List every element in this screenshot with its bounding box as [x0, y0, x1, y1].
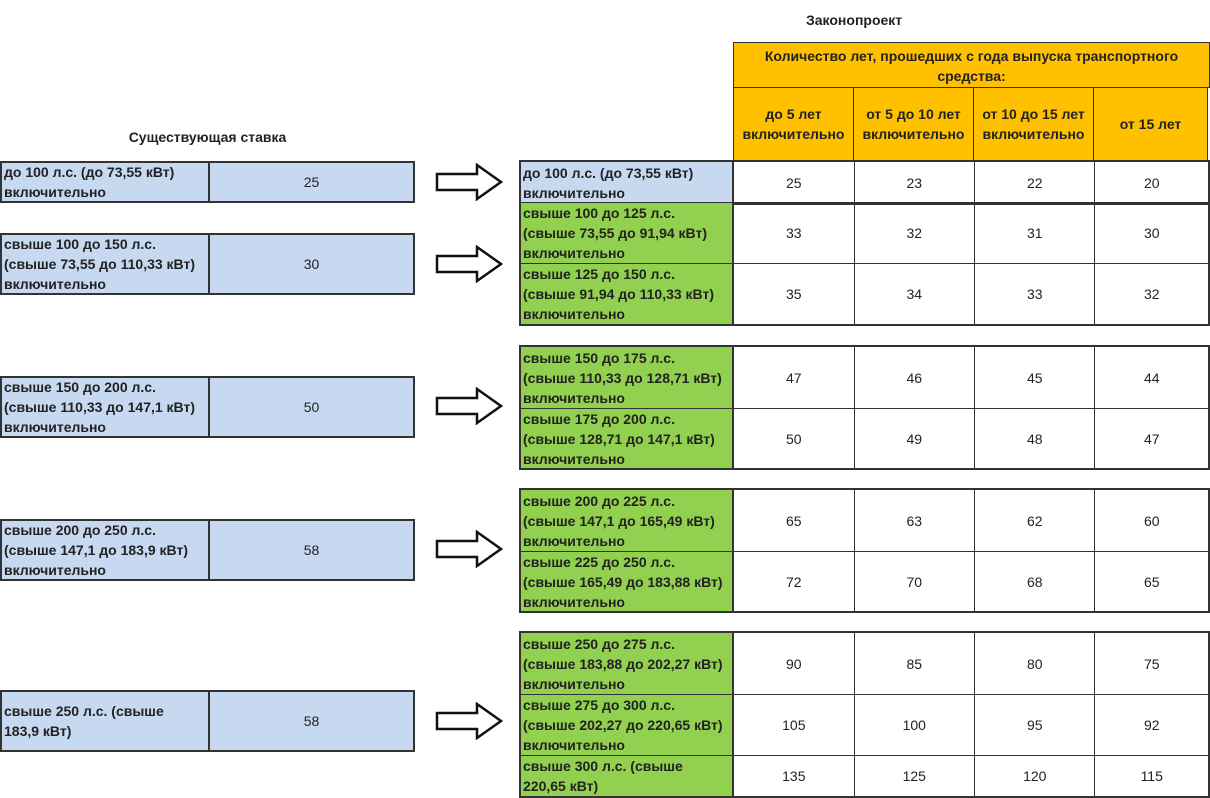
bill-cell: 100 — [855, 695, 976, 755]
existing-row-value: 30 — [303, 256, 320, 272]
right-arrow-icon — [435, 163, 503, 201]
existing-row-label: свыше 200 до 250 л.с. (свыше 147,1 до 18… — [2, 521, 210, 579]
bill-cell: 135 — [734, 756, 855, 796]
bill-cell: 120 — [975, 756, 1096, 796]
bill-cell: 49 — [855, 409, 976, 468]
bill-cell: 32 — [1143, 286, 1160, 302]
bill-row-label: свыше 275 до 300 л.с. (свыше 202,27 до 2… — [521, 695, 735, 755]
column-header-5-to-10: от 5 до 10 лет включительно — [853, 88, 974, 161]
bill-row: свыше 175 до 200 л.с. (свыше 128,71 до 1… — [521, 408, 1208, 468]
bill-cell: 48 — [975, 409, 1096, 468]
bill-cell: 44 — [1143, 369, 1160, 386]
years-columns: до 5 лет включительно от 5 до 10 лет вкл… — [733, 88, 1210, 161]
bill-cell: 47 — [1143, 430, 1160, 447]
bill-cell: 68 — [975, 552, 1096, 611]
existing-row-label: свыше 100 до 150 л.с. (свыше 73,55 до 11… — [2, 235, 210, 293]
bill-row: свыше 150 до 175 л.с. (свыше 110,33 до 1… — [521, 347, 1208, 408]
bill-cell: 65 — [734, 490, 855, 551]
bill-row: свыше 200 до 225 л.с. (свыше 147,1 до 16… — [521, 490, 1208, 551]
bill-row: свыше 125 до 150 л.с. (свыше 91,94 до 11… — [521, 263, 1208, 324]
bill-cell: 72 — [734, 552, 855, 611]
existing-row-value: 50 — [303, 399, 320, 415]
bill-row-label: свыше 100 до 125 л.с. (свыше 73,55 до 91… — [521, 203, 735, 263]
bill-row-label: свыше 175 до 200 л.с. (свыше 128,71 до 1… — [521, 409, 735, 468]
bill-cell: 60 — [1143, 512, 1160, 529]
bill-row-label: свыше 250 до 275 л.с. (свыше 183,88 до 2… — [521, 633, 735, 694]
bill-cell: 20 — [1143, 174, 1160, 191]
right-arrow-icon — [435, 702, 503, 740]
bill-group: свыше 100 до 125 л.с. (свыше 73,55 до 91… — [519, 202, 1210, 326]
bill-row-label: свыше 125 до 150 л.с. (свыше 91,94 до 11… — [521, 264, 735, 324]
bill-cell: 33 — [734, 203, 855, 263]
right-arrow-icon — [435, 245, 503, 283]
bill-cell: 115 — [1140, 768, 1163, 784]
bill-row: до 100 л.с. (до 73,55 кВт) включительно … — [521, 162, 1208, 203]
bill-cell: 63 — [855, 490, 976, 551]
bill-cell: 75 — [1143, 655, 1160, 672]
existing-row-label: до 100 л.с. (до 73,55 кВт) включительно — [2, 163, 210, 201]
bill-cell: 90 — [734, 633, 855, 694]
bill-cell: 80 — [975, 633, 1096, 694]
bill-cell: 70 — [855, 552, 976, 611]
bill-row: свыше 250 до 275 л.с. (свыше 183,88 до 2… — [521, 633, 1208, 694]
existing-row-label: свыше 150 до 200 л.с. (свыше 110,33 до 1… — [2, 378, 210, 436]
existing-row: свыше 200 до 250 л.с. (свыше 147,1 до 18… — [0, 519, 415, 581]
existing-row-label: свыше 250 л.с. (свыше 183,9 кВт) — [2, 692, 210, 750]
existing-row: свыше 150 до 200 л.с. (свыше 110,33 до 1… — [0, 376, 415, 438]
bill-cell: 45 — [975, 347, 1096, 408]
bill-row: свыше 275 до 300 л.с. (свыше 202,27 до 2… — [521, 694, 1208, 755]
bill-row-label: свыше 150 до 175 л.с. (свыше 110,33 до 1… — [521, 347, 735, 408]
years-header: Количество лет, прошедших с года выпуска… — [733, 42, 1210, 88]
existing-row: до 100 л.с. (до 73,55 кВт) включительно … — [0, 161, 415, 203]
existing-row-value: 25 — [303, 174, 320, 190]
bill-cell: 35 — [734, 264, 855, 324]
bill-group: свыше 200 до 225 л.с. (свыше 147,1 до 16… — [519, 488, 1210, 613]
existing-row: свыше 100 до 150 л.с. (свыше 73,55 до 11… — [0, 233, 415, 295]
existing-row: свыше 250 л.с. (свыше 183,9 кВт) 58 — [0, 690, 415, 752]
right-arrow-icon — [435, 387, 503, 425]
bill-cell: 125 — [855, 756, 976, 796]
bill-cell: 33 — [975, 264, 1096, 324]
bill-row: свыше 300 л.с. (свыше 220,65 кВт) 135 12… — [521, 755, 1208, 796]
bill-cell: 31 — [975, 203, 1096, 263]
bill-cell: 85 — [855, 633, 976, 694]
column-header-up-to-5: до 5 лет включительно — [733, 88, 854, 161]
bill-title: Законопроект — [806, 12, 903, 28]
bill-cell: 50 — [734, 409, 855, 468]
bill-cell: 23 — [855, 162, 976, 203]
bill-row: свыше 225 до 250 л.с. (свыше 165,49 до 1… — [521, 551, 1208, 611]
existing-row-value: 58 — [303, 713, 320, 729]
bill-cell: 95 — [975, 695, 1096, 755]
bill-row-label: до 100 л.с. (до 73,55 кВт) включительно — [521, 162, 735, 203]
bill-row: свыше 100 до 125 л.с. (свыше 73,55 до 91… — [521, 202, 1208, 263]
bill-group: до 100 л.с. (до 73,55 кВт) включительно … — [519, 160, 1210, 205]
bill-group: свыше 250 до 275 л.с. (свыше 183,88 до 2… — [519, 631, 1210, 798]
bill-cell: 47 — [734, 347, 855, 408]
bill-row-label: свыше 200 до 225 л.с. (свыше 147,1 до 16… — [521, 490, 735, 551]
bill-cell: 34 — [855, 264, 976, 324]
existing-rate-title: Существующая ставка — [128, 129, 287, 145]
bill-cell: 105 — [734, 695, 855, 755]
column-header-over-15: от 15 лет — [1093, 88, 1208, 161]
column-header-10-to-15: от 10 до 15 лет включительно — [973, 88, 1094, 161]
bill-cell: 30 — [1143, 225, 1160, 241]
existing-row-value: 58 — [303, 542, 320, 558]
bill-row-label: свыше 225 до 250 л.с. (свыше 165,49 до 1… — [521, 552, 735, 611]
bill-cell: 32 — [855, 203, 976, 263]
right-arrow-icon — [435, 530, 503, 568]
bill-cell: 62 — [975, 490, 1096, 551]
bill-cell: 22 — [975, 162, 1096, 203]
bill-cell: 65 — [1143, 573, 1160, 590]
bill-cell: 92 — [1143, 717, 1160, 733]
bill-group: свыше 150 до 175 л.с. (свыше 110,33 до 1… — [519, 345, 1210, 470]
bill-row-label: свыше 300 л.с. (свыше 220,65 кВт) — [521, 756, 735, 796]
bill-cell: 46 — [855, 347, 976, 408]
bill-cell: 25 — [734, 162, 855, 203]
